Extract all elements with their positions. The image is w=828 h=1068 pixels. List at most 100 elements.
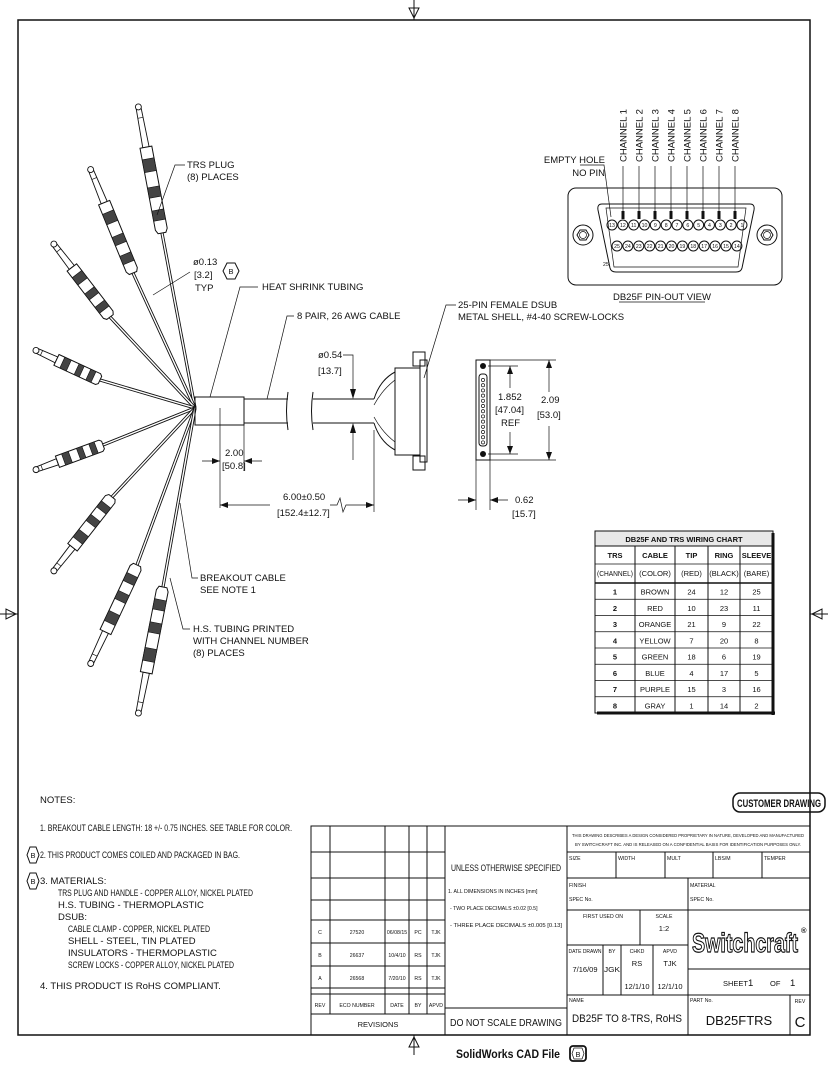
pin — [660, 219, 672, 231]
revision-cell: RS — [414, 976, 422, 982]
chart-header: RING — [715, 551, 734, 560]
chart-cell: 5 — [613, 653, 617, 662]
note-2: 2. THIS PRODUCT COMES COILED AND PACKAGE… — [40, 850, 240, 861]
rev-marker-note-2: B — [26, 846, 40, 864]
dim-height-mm: [53.0] — [537, 410, 561, 421]
notes: NOTES: 1. BREAKOUT CABLE LENGTH: 18 +/- … — [26, 795, 292, 992]
pin — [628, 219, 640, 231]
chart-cell: 1 — [689, 701, 693, 710]
dim-pin-span-value: 1.852 — [498, 392, 522, 403]
grip-band — [141, 157, 157, 174]
pin-number: 7 — [676, 223, 679, 229]
trs-plug — [87, 407, 197, 667]
pin-number: 2 — [730, 223, 733, 229]
svg-text:SHEET: SHEET — [723, 979, 748, 988]
revision-header: REV ECO NUMBER DATE BY APVD REVISIONS — [315, 1003, 444, 1029]
end-pin — [481, 393, 485, 398]
note-4: 4. THIS PRODUCT IS RoHS COMPLIANT. — [40, 981, 221, 992]
pin — [655, 240, 667, 252]
dim-pin-span-mm: [47.04] — [495, 405, 524, 416]
checked-date: 12/1/10 — [624, 982, 649, 991]
end-pin — [481, 440, 485, 445]
leader-breakout — [179, 502, 198, 579]
chart-cell: 4 — [689, 669, 693, 678]
chart-cell: 8 — [613, 701, 617, 710]
drawn-by: JGK — [604, 965, 620, 974]
title-block-fields: THIS DRAWING DESCRIBES A DESIGN CONSIDER… — [569, 833, 808, 1031]
dim-cable-dia-value: ø0.54 — [318, 350, 342, 361]
pin — [611, 240, 623, 252]
center-mark-right — [810, 608, 828, 620]
channel-label: CHANNEL 4 — [667, 109, 678, 162]
grip-band — [111, 232, 127, 247]
svg-text:MULT: MULT — [667, 856, 682, 862]
pin — [725, 219, 737, 231]
pin — [671, 219, 683, 231]
dsub-connector-side — [373, 351, 428, 471]
pin — [644, 240, 656, 252]
pin — [682, 219, 694, 231]
end-pin — [481, 383, 485, 388]
revisions-title: REVISIONS — [358, 1020, 399, 1029]
pin — [606, 219, 618, 231]
label-trs-plug: TRS PLUG — [187, 160, 235, 171]
dim-depth-value: 0.62 — [515, 495, 534, 506]
svg-text:B: B — [575, 1050, 580, 1059]
note-1: 1. BREAKOUT CABLE LENGTH: 18 +/- 0.75 IN… — [40, 823, 292, 834]
registered-mark: ® — [801, 926, 807, 935]
grip-band — [96, 500, 112, 515]
chart-cell: BROWN — [641, 588, 670, 597]
chart-cell: 2 — [754, 701, 758, 710]
channel-label: CHANNEL 2 — [635, 109, 646, 162]
channel-leader-arrow — [733, 211, 737, 219]
pin-number: 4 — [708, 223, 711, 229]
material-1: TRS PLUG AND HANDLE - COPPER ALLOY, NICK… — [58, 888, 253, 899]
svg-text:NAME: NAME — [569, 998, 585, 1004]
end-view-pins — [481, 378, 485, 445]
chart-cell: YELLOW — [639, 636, 671, 645]
material-5: SHELL - STEEL, TIN PLATED — [68, 936, 196, 947]
pin-number: 6 — [686, 223, 689, 229]
chart-cell: 25 — [752, 588, 760, 597]
chart-cell: 16 — [752, 685, 760, 694]
pin-number: 8 — [665, 223, 668, 229]
pin-number: 15 — [723, 244, 729, 250]
end-pin — [481, 414, 485, 419]
pin — [709, 240, 721, 252]
checked-by: RS — [632, 959, 642, 968]
svg-text:APVD: APVD — [429, 1003, 443, 1009]
grip-band — [114, 589, 130, 605]
material-7: SCREW LOCKS - COPPER ALLOY, NICKEL PLATE… — [68, 960, 234, 971]
end-pin — [481, 424, 485, 429]
chart-cell: 3 — [613, 620, 617, 629]
grip-band — [71, 269, 88, 286]
cad-file-link[interactable]: SolidWorks CAD File — [456, 1049, 560, 1061]
screw-lock-right — [756, 224, 778, 246]
approved-date: 12/1/10 — [657, 982, 682, 991]
dim-height-value: 2.09 — [541, 395, 560, 406]
pin — [676, 240, 688, 252]
pin — [687, 240, 699, 252]
leader-hs-tubing — [169, 577, 190, 630]
dim-wire-dia: ø0.13 — [193, 257, 217, 268]
do-not-scale: DO NOT SCALE DRAWING — [450, 1017, 562, 1029]
revision-cell: B — [318, 953, 322, 959]
grip-band — [85, 368, 97, 383]
label-no-pin: NO PIN — [572, 168, 605, 179]
revision-cell: A — [318, 976, 322, 982]
end-pin — [481, 398, 485, 403]
center-mark-left — [0, 608, 18, 620]
spec-notes: UNLESS OTHERWISE SPECIFIED 1. ALL DIMENS… — [448, 863, 563, 1029]
material-4: CABLE CLAMP - COPPER, NICKEL PLATED — [68, 924, 210, 935]
pin — [638, 219, 650, 231]
pin — [666, 240, 677, 252]
chart-header-sub: (RED) — [681, 569, 702, 578]
pin-number: 23 — [636, 244, 642, 250]
chart-cell: 18 — [687, 653, 695, 662]
revision-cell: 10/4/10 — [388, 953, 405, 959]
dim-cable-len-value: 6.00±0.50 — [283, 492, 325, 503]
